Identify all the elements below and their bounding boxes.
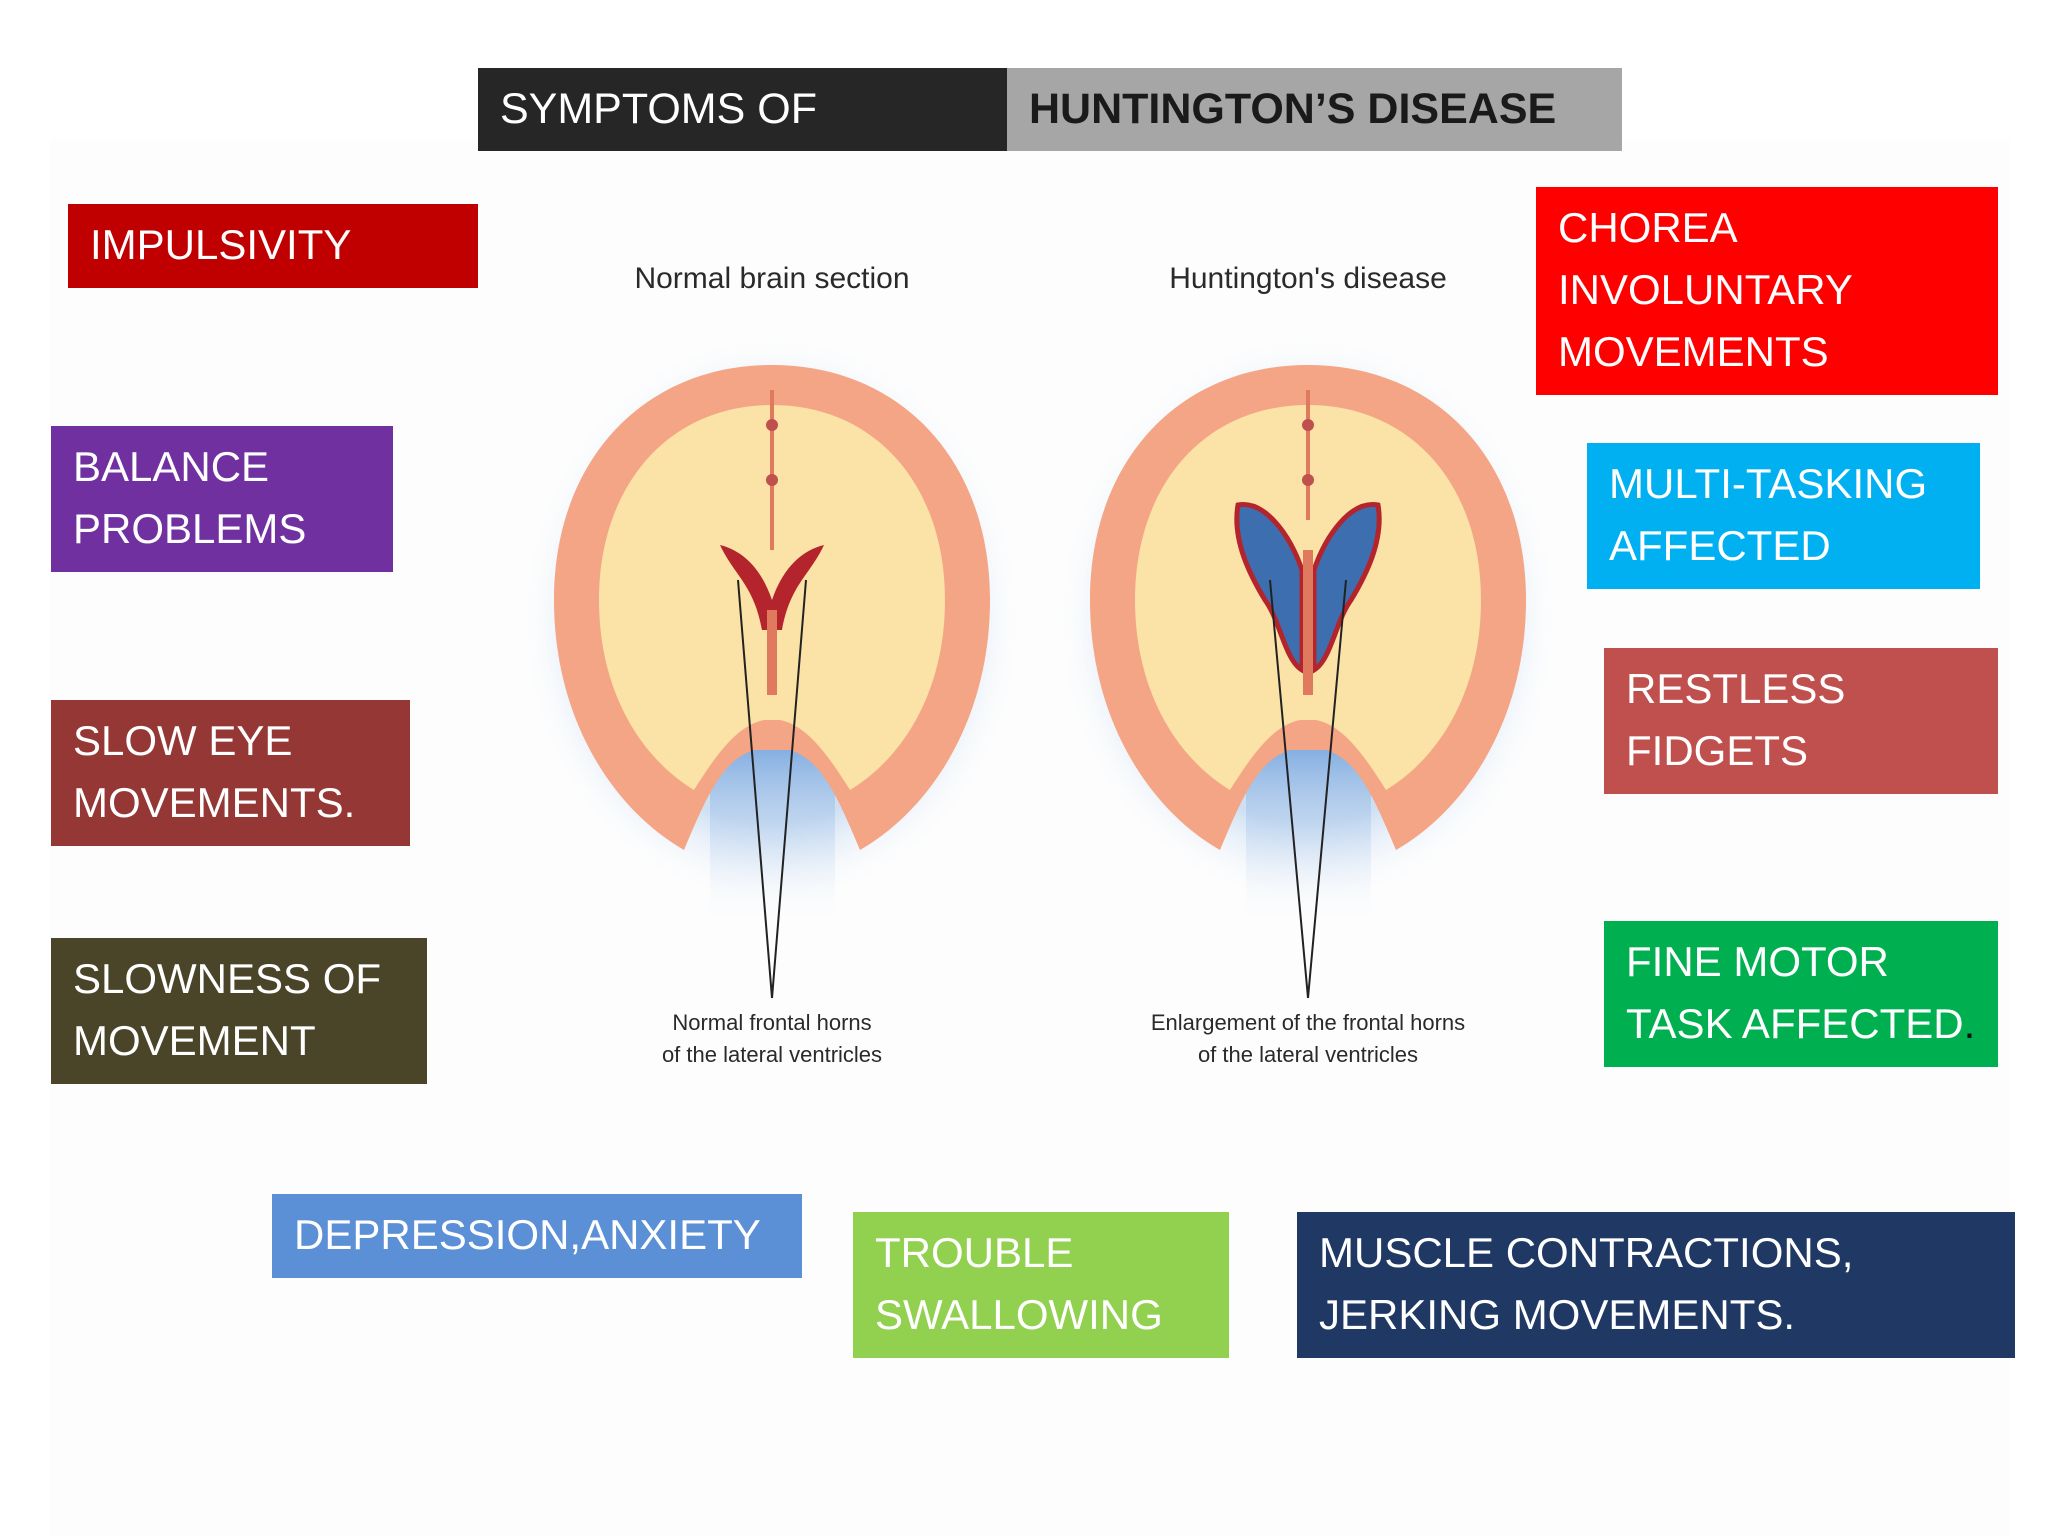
symptom-muscle-contractions: MUSCLE CONTRACTIONS, JERKING MOVEMENTS. xyxy=(1297,1212,2015,1358)
hd-brain-heading: Huntington's disease xyxy=(1169,262,1447,295)
normal-brain-heading: Normal brain section xyxy=(634,262,909,295)
symptom-chorea: CHOREA INVOLUNTARY MOVEMENTS xyxy=(1536,187,1998,395)
normal-brain-inner xyxy=(599,405,945,790)
symptom-balance-problems: BALANCE PROBLEMS xyxy=(51,426,393,572)
title-symptoms-of: SYMPTOMS OF xyxy=(478,68,1008,151)
hd-ventricle-left xyxy=(1234,502,1305,675)
symptom-fine-motor: FINE MOTOR TASK AFFECTED. xyxy=(1604,921,1998,1067)
symptom-restless-fidgets: RESTLESS FIDGETS xyxy=(1604,648,1998,794)
symptom-slowness-of-movement: SLOWNESS OF MOVEMENT xyxy=(51,938,427,1084)
hd-ventricle-right xyxy=(1311,502,1382,675)
symptom-depression-anxiety: DEPRESSION,ANXIETY xyxy=(272,1194,802,1278)
hd-caption-line-2: of the lateral ventricles xyxy=(1198,1042,1418,1067)
symptom-slow-eye-movements: SLOW EYE MOVEMENTS. xyxy=(51,700,410,846)
symptom-impulsivity: IMPULSIVITY xyxy=(68,204,478,288)
huntingtons-brain-diagram: Huntington's disease Enlargement of the … xyxy=(1053,262,1560,1067)
fine-motor-text: FINE MOTOR TASK AFFECTED xyxy=(1626,938,1964,1047)
title-huntingtons-disease: HUNTINGTON’S DISEASE xyxy=(1007,68,1622,151)
normal-ventricle xyxy=(720,545,824,630)
symptom-trouble-swallowing: TROUBLE SWALLOWING xyxy=(853,1212,1229,1358)
normal-caption-line-1: Normal frontal horns xyxy=(672,1010,871,1035)
fine-motor-period: . xyxy=(1963,1000,1976,1047)
hd-caption-line-1: Enlargement of the frontal horns xyxy=(1151,1010,1465,1035)
brain-comparison-figure: Normal brain section Normal frontal horn… xyxy=(517,262,1560,1067)
symptom-multi-tasking: MULTI-TASKING AFFECTED xyxy=(1587,443,1980,589)
normal-brain-diagram: Normal brain section Normal frontal horn… xyxy=(517,262,1027,1067)
normal-caption-line-2: of the lateral ventricles xyxy=(662,1042,882,1067)
